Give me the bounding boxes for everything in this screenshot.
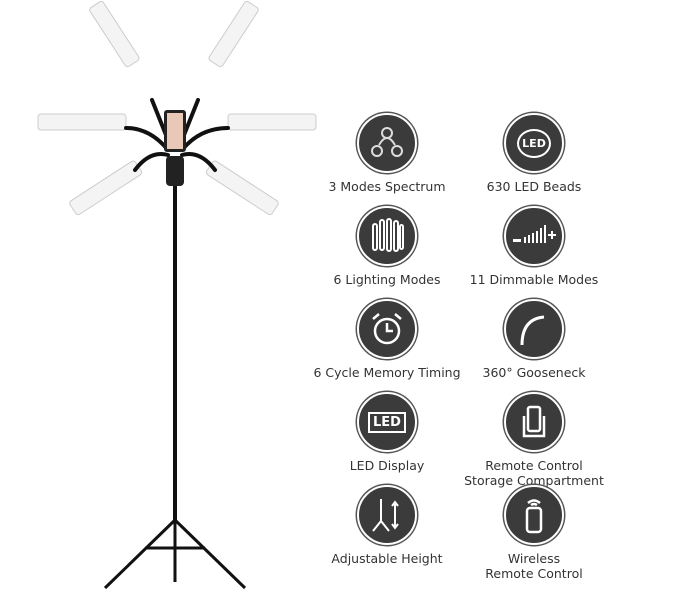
feature-label: 6 Cycle Memory Timing — [313, 365, 461, 380]
bulbs-spectrum-icon — [357, 113, 417, 173]
feature-label: 11 Dimmable Modes — [469, 272, 599, 287]
feature-label: 630 LED Beads — [486, 179, 582, 194]
feature-led-display: LED LED Display — [302, 392, 472, 473]
feature-label: Remote Control Storage Compartment — [464, 458, 604, 488]
feature-storage-compartment: Remote Control Storage Compartment — [449, 392, 619, 488]
feature-dimmable-modes: 11 Dimmable Modes — [449, 206, 619, 287]
lighting-tubes-icon — [357, 206, 417, 266]
led-bulb-icon: LED — [504, 113, 564, 173]
dimmer-bars-icon — [504, 206, 564, 266]
led-display-icon: LED — [357, 392, 417, 452]
storage-compartment-icon — [504, 392, 564, 452]
feature-label: Wireless Remote Control — [485, 551, 583, 581]
wireless-remote-icon — [504, 485, 564, 545]
feature-led-beads: LED 630 LED Beads — [449, 113, 619, 194]
feature-label: LED Display — [349, 458, 425, 473]
feature-label: 3 Modes Spectrum — [328, 179, 446, 194]
feature-label: Adjustable Height — [331, 551, 443, 566]
gooseneck-icon — [504, 299, 564, 359]
feature-3-modes-spectrum: 3 Modes Spectrum — [302, 113, 472, 194]
feature-adjustable-height: Adjustable Height — [302, 485, 472, 566]
feature-label: 6 Lighting Modes — [333, 272, 441, 287]
feature-label: 360° Gooseneck — [482, 365, 586, 380]
feature-lighting-modes: 6 Lighting Modes — [302, 206, 472, 287]
tripod-height-icon — [357, 485, 417, 545]
feature-memory-timing: 6 Cycle Memory Timing — [302, 299, 472, 380]
ring-light-stand-illustration — [37, 0, 317, 590]
feature-gooseneck: 360° Gooseneck — [449, 299, 619, 380]
alarm-clock-icon — [357, 299, 417, 359]
feature-wireless-remote: Wireless Remote Control — [449, 485, 619, 581]
